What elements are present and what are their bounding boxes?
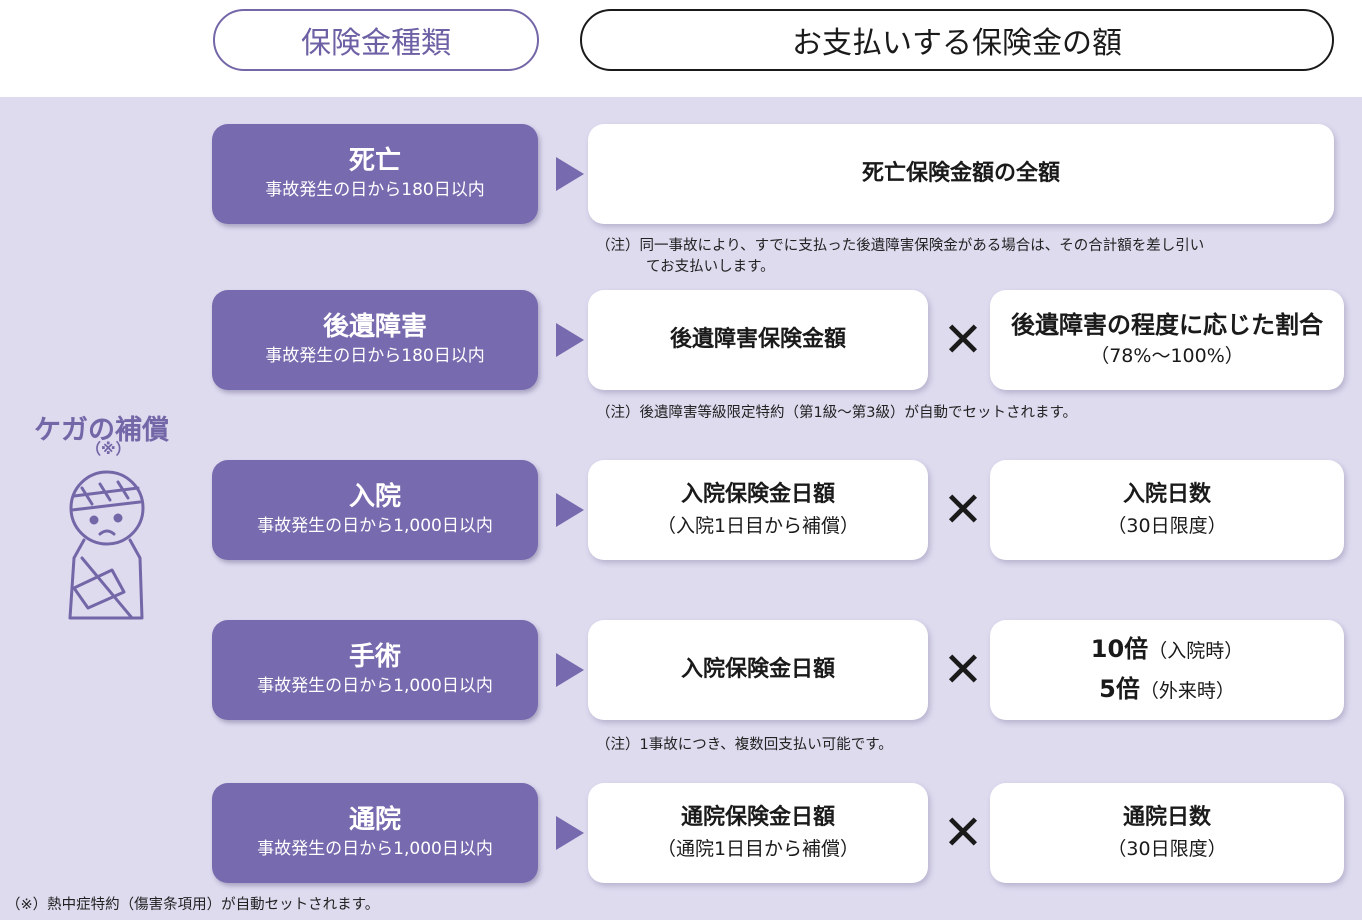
category-name: 入院 xyxy=(348,482,401,512)
type-header: 保険金種類 xyxy=(213,9,539,71)
arrow-right-icon xyxy=(556,653,584,687)
factor-line-inpatient: 10倍（入院時） xyxy=(1091,630,1243,670)
factor-box: 入院日数 （30日限度） xyxy=(990,460,1344,560)
amount-sub: （通院1日目から補償） xyxy=(656,838,860,860)
factor-main: 後遺障害の程度に応じた割合 xyxy=(1011,311,1323,339)
note-disability: （注）後遺障害等級限定特約（第1級〜第3級）が自動でセットされます。 xyxy=(596,405,1077,421)
amount-sub: （入院1日目から補償） xyxy=(656,515,860,537)
factor-condition: （入院時） xyxy=(1148,640,1244,662)
factor-line-outpatient: 5倍（外来時） xyxy=(1099,670,1235,710)
factor-multiplier: 5倍 xyxy=(1099,675,1140,703)
note-death: （注）同一事故により、すでに支払った後遺障害保険金がある場合は、その合計額を差し… xyxy=(596,236,1204,278)
type-header-label: 保険金種類 xyxy=(301,26,451,61)
category-name: 手術 xyxy=(348,642,401,672)
side-note: （※） xyxy=(86,440,131,458)
category-disability: 後遺障害 事故発生の日から180日以内 xyxy=(212,290,538,390)
amount-box: 死亡保険金額の全額 xyxy=(588,124,1334,224)
multiply-icon: ✕ xyxy=(942,482,984,538)
factor-multiplier: 10倍 xyxy=(1090,635,1149,663)
arrow-right-icon xyxy=(556,816,584,850)
arrow-right-icon xyxy=(556,323,584,357)
note-surgery: （注）1事故につき、複数回支払い可能です。 xyxy=(596,737,893,753)
amount-header-label: お支払いする保険金の額 xyxy=(792,26,1122,61)
note-line: てお支払いします。 xyxy=(646,259,775,275)
footnote: （※）熱中症特約（傷害条項用）が自動セットされます。 xyxy=(6,897,380,913)
amount-main: 通院保険金日額 xyxy=(680,805,835,830)
multiply-icon: ✕ xyxy=(942,805,984,861)
multiply-icon: ✕ xyxy=(942,312,984,368)
category-period: 事故発生の日から1,000日以内 xyxy=(257,516,493,536)
category-surgery: 手術 事故発生の日から1,000日以内 xyxy=(212,620,538,720)
amount-main: 入院保険金日額 xyxy=(680,657,835,682)
category-death: 死亡 事故発生の日から180日以内 xyxy=(212,124,538,224)
amount-box: 後遺障害保険金額 xyxy=(588,290,928,390)
category-period: 事故発生の日から1,000日以内 xyxy=(257,839,493,859)
arrow-right-icon xyxy=(556,157,584,191)
category-name: 後遺障害 xyxy=(322,312,427,342)
amount-box: 通院保険金日額 （通院1日目から補償） xyxy=(588,783,928,883)
amount-box: 入院保険金日額 （入院1日目から補償） xyxy=(588,460,928,560)
note-line: （注）同一事故により、すでに支払った後遺障害保険金がある場合は、その合計額を差し… xyxy=(596,238,1205,254)
factor-condition: （外来時） xyxy=(1139,680,1235,702)
amount-main: 後遺障害保険金額 xyxy=(669,327,846,352)
factor-sub: （78%〜100%） xyxy=(1090,345,1244,367)
category-hospitalization: 入院 事故発生の日から1,000日以内 xyxy=(212,460,538,560)
category-period: 事故発生の日から1,000日以内 xyxy=(257,676,493,696)
factor-box: 後遺障害の程度に応じた割合 （78%〜100%） xyxy=(990,290,1344,390)
amount-main: 死亡保険金額の全額 xyxy=(861,161,1060,186)
amount-header: お支払いする保険金の額 xyxy=(580,9,1334,71)
category-period: 事故発生の日から180日以内 xyxy=(265,346,485,366)
factor-sub: （30日限度） xyxy=(1107,515,1227,537)
category-outpatient: 通院 事故発生の日から1,000日以内 xyxy=(212,783,538,883)
category-name: 死亡 xyxy=(348,146,401,176)
factor-main: 入院日数 xyxy=(1122,482,1211,507)
factor-sub: （30日限度） xyxy=(1107,838,1227,860)
amount-main: 入院保険金日額 xyxy=(680,482,835,507)
category-period: 事故発生の日から180日以内 xyxy=(265,180,485,200)
side-title: ケガの補償 xyxy=(34,415,169,446)
arrow-right-icon xyxy=(556,493,584,527)
factor-main: 通院日数 xyxy=(1122,805,1211,830)
amount-box: 入院保険金日額 xyxy=(588,620,928,720)
factor-box: 10倍（入院時） 5倍（外来時） xyxy=(990,620,1344,720)
multiply-icon: ✕ xyxy=(942,642,984,698)
injured-person-icon xyxy=(68,470,145,620)
factor-box: 通院日数 （30日限度） xyxy=(990,783,1344,883)
category-name: 通院 xyxy=(348,805,401,835)
